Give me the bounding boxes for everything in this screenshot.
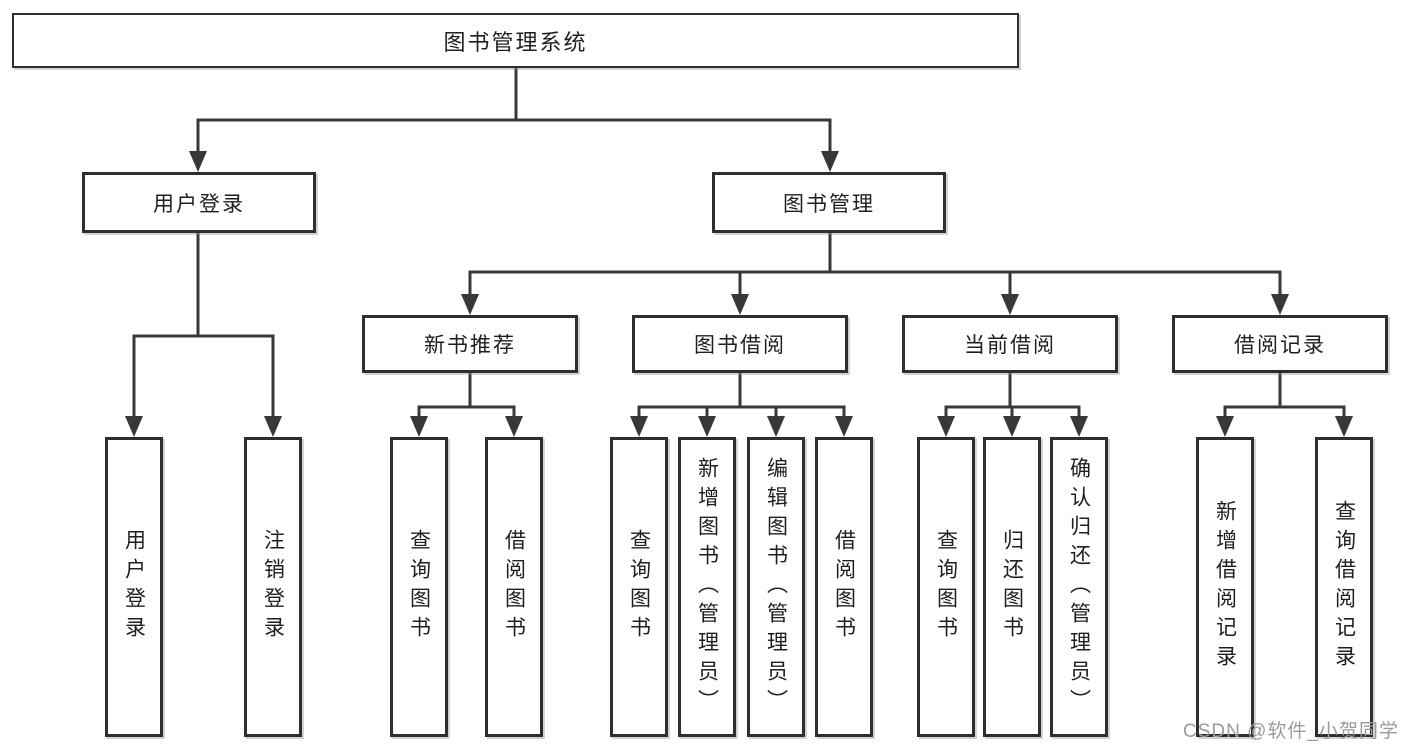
- leaf-query-books-recommend: 查询图书: [390, 437, 448, 737]
- node-book-management: 图书管理: [712, 172, 946, 233]
- watermark: CSDN @软件_小贺同学: [1183, 721, 1399, 742]
- leaf-label: 新增图书（管理员）: [695, 456, 719, 718]
- leaf-add-borrow-record: 新增借阅记录: [1196, 437, 1254, 737]
- node-root-system: 图书管理系统: [12, 13, 1019, 68]
- leaf-label: 查询借阅记录: [1332, 500, 1356, 674]
- leaf-label: 归还图书: [1000, 529, 1024, 645]
- leaf-return-books: 归还图书: [983, 437, 1041, 737]
- leaf-user-login: 用户登录: [105, 437, 163, 737]
- leaf-label: 借阅图书: [502, 529, 526, 645]
- node-label: 图书管理系统: [443, 29, 588, 55]
- leaf-logout: 注销登录: [244, 437, 302, 737]
- leaf-label: 查询图书: [407, 529, 431, 645]
- leaf-label: 确认归还（管理员）: [1067, 456, 1091, 718]
- node-label: 图书管理: [783, 192, 875, 216]
- node-label: 借阅记录: [1234, 334, 1326, 357]
- leaf-label: 用户登录: [122, 529, 146, 645]
- leaf-label: 借阅图书: [832, 529, 856, 645]
- node-borrow-records: 借阅记录: [1172, 315, 1388, 373]
- leaf-edit-books-admin: 编辑图书（管理员）: [747, 437, 805, 737]
- leaf-query-books-current: 查询图书: [917, 437, 975, 737]
- leaf-confirm-return-admin: 确认归还（管理员）: [1050, 437, 1108, 737]
- leaf-query-books-borrow: 查询图书: [610, 437, 668, 737]
- leaf-query-borrow-record: 查询借阅记录: [1315, 437, 1373, 737]
- node-label: 用户登录: [153, 192, 245, 216]
- leaf-label: 编辑图书（管理员）: [764, 456, 788, 718]
- node-label: 新书推荐: [424, 334, 516, 357]
- node-label: 图书借阅: [694, 334, 786, 357]
- leaf-add-books-admin: 新增图书（管理员）: [678, 437, 736, 737]
- leaf-label: 注销登录: [261, 529, 285, 645]
- leaf-borrow-books-recommend: 借阅图书: [485, 437, 543, 737]
- node-current-borrow: 当前借阅: [902, 315, 1118, 373]
- node-label: 当前借阅: [964, 334, 1056, 357]
- leaf-label: 新增借阅记录: [1213, 500, 1237, 674]
- node-new-book-recommend: 新书推荐: [362, 315, 578, 373]
- leaf-label: 查询图书: [934, 529, 958, 645]
- node-user-login: 用户登录: [82, 172, 316, 233]
- node-book-borrow: 图书借阅: [632, 315, 848, 373]
- leaf-label: 查询图书: [627, 529, 651, 645]
- leaf-borrow-books: 借阅图书: [815, 437, 873, 737]
